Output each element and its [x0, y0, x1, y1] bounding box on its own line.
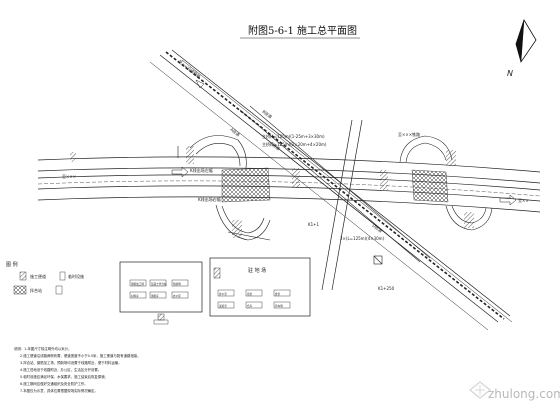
note-1: 2.施工便道沿线路两侧布置，便道宽度不小于4.5米，施工便道与既有道路相接。 — [20, 353, 141, 358]
site-cell — [129, 291, 147, 299]
note-0: 说明：1.本图尺寸除注明外均以米计。 — [14, 346, 71, 351]
site-box-right — [209, 257, 311, 317]
site-cell — [149, 291, 167, 299]
right-interchange-hatch-2 — [464, 212, 474, 228]
left-crossing-block — [221, 167, 271, 203]
top-arrow-icon — [195, 79, 205, 89]
site-marker-diagonal — [373, 255, 383, 265]
legend-symbol-facility — [59, 271, 66, 281]
watermark-logo-icon — [468, 381, 492, 399]
note-2: 3.拌合站、钢筋加工场、预制场均设置于线路附近，便于材料运输。 — [20, 360, 122, 365]
site-left-item-3: 材料库 — [131, 294, 139, 298]
legend-title: 图 例 — [6, 261, 18, 268]
site-cell — [171, 291, 189, 299]
site-cell — [245, 289, 263, 297]
site-left-item-2: 预制场 — [173, 282, 181, 286]
left-road-label: 至××× — [62, 174, 76, 179]
site-cell — [149, 279, 167, 287]
secondary-diagonal — [239, 105, 431, 263]
road-hatch-a — [292, 168, 300, 188]
bridge-c-label: 2×(L=125m)(4×30m) — [340, 236, 385, 241]
left-interchange-hatch-1 — [186, 146, 194, 164]
site-left-item-4: 钢筋库 — [151, 294, 159, 298]
bridge-b-label: 主桥(L=125m)(2×20m+4×20m) — [262, 141, 327, 147]
left-interchange-hatch-2 — [232, 220, 242, 238]
right-crossing-block — [411, 169, 449, 203]
site-box-left — [119, 261, 203, 313]
site-cell — [171, 279, 189, 287]
right-label-1: 至×××铁路 — [398, 131, 420, 137]
vertical-road — [321, 119, 363, 291]
pier-label: K1+1 — [308, 222, 320, 227]
right-interchange-hatch-1 — [446, 150, 456, 166]
note-4: 5.临时设施应满足环保、水保要求，施工结束后恢复原貌。 — [20, 374, 108, 379]
right-arrow-icon — [499, 194, 517, 206]
road-hatch-b — [380, 170, 388, 190]
legend-symbol-plant — [13, 285, 27, 295]
ramp-a-label: A匝道 — [229, 126, 241, 137]
right-road-label: 至×× — [518, 198, 529, 203]
road-hatch-c — [70, 152, 76, 162]
site-cell — [273, 301, 291, 309]
site-cell — [245, 301, 263, 309]
drawing-title: 附图5-6-1 施工总平面图 — [248, 24, 357, 37]
site-access-icon — [153, 313, 169, 325]
site-right-item-4: 仓库 — [247, 304, 253, 308]
legend: 图 例 施工便道 临时设施 拌合站 — [6, 261, 84, 295]
notes-block: 说明：1.本图尺寸除注明外均以米计。 2.施工便道沿线路两侧布置，便道宽度不小于… — [14, 346, 141, 393]
site-building — [213, 267, 221, 279]
top-left-label: 至××沿线铁路 — [177, 58, 202, 79]
ramp-b-label: B匝道 — [261, 108, 273, 119]
station-label: K1+250 — [378, 286, 395, 291]
site-right-item-0: 办公室 — [219, 292, 227, 296]
site-cell — [217, 301, 235, 309]
north-arrow-icon — [515, 19, 537, 63]
note-6: 7.本图仅为示意，具体位置根据现场实际情况确定。 — [20, 388, 98, 393]
site-right-title: 驻 地 场 — [248, 267, 266, 274]
site-cell — [129, 279, 147, 287]
ramp-c-label: C匝道 — [269, 140, 281, 151]
site-left-item-1: 混凝土拌合站 — [151, 282, 167, 286]
legend-symbol-extra — [55, 285, 63, 295]
main-road — [37, 156, 541, 213]
site-right-item-5: 停车场 — [275, 304, 283, 308]
mainline-left-label: K线出场左幅 — [190, 167, 213, 173]
site-cell — [273, 289, 291, 297]
site-right-item-3: 试验室 — [219, 304, 227, 308]
site-left-item-5: 办公区 — [173, 294, 181, 298]
site-left-item-0: 钢筋加工场 — [131, 282, 144, 286]
legend-symbol-road — [19, 271, 27, 281]
site-right-item-1: 宿舍 — [247, 292, 253, 296]
bridge-a-label: 主桥(L=125m)(1-25m+3×30m) — [262, 133, 325, 139]
mainline-right-label: K线出场右幅 — [198, 196, 221, 202]
legend-item-facility: 临时设施 — [68, 273, 84, 279]
site-marker — [373, 255, 383, 265]
note-5: 6.施工期间应做好交通组织及安全防护工作。 — [20, 381, 88, 386]
diagonal-railway — [149, 49, 513, 331]
site-cell — [217, 289, 235, 297]
site-right-item-2: 食堂 — [275, 292, 281, 296]
watermark: zhulong.com — [488, 387, 560, 401]
legend-item-road: 施工便道 — [30, 273, 46, 279]
north-label: N — [507, 69, 513, 78]
note-3: 4.施工驻地设于线路附近，办公区、生活区分开设置。 — [20, 367, 101, 372]
ramp-d-label: D匝道 — [371, 222, 383, 234]
left-arrow-icon — [171, 166, 189, 178]
legend-item-plant: 拌合站 — [30, 287, 42, 293]
